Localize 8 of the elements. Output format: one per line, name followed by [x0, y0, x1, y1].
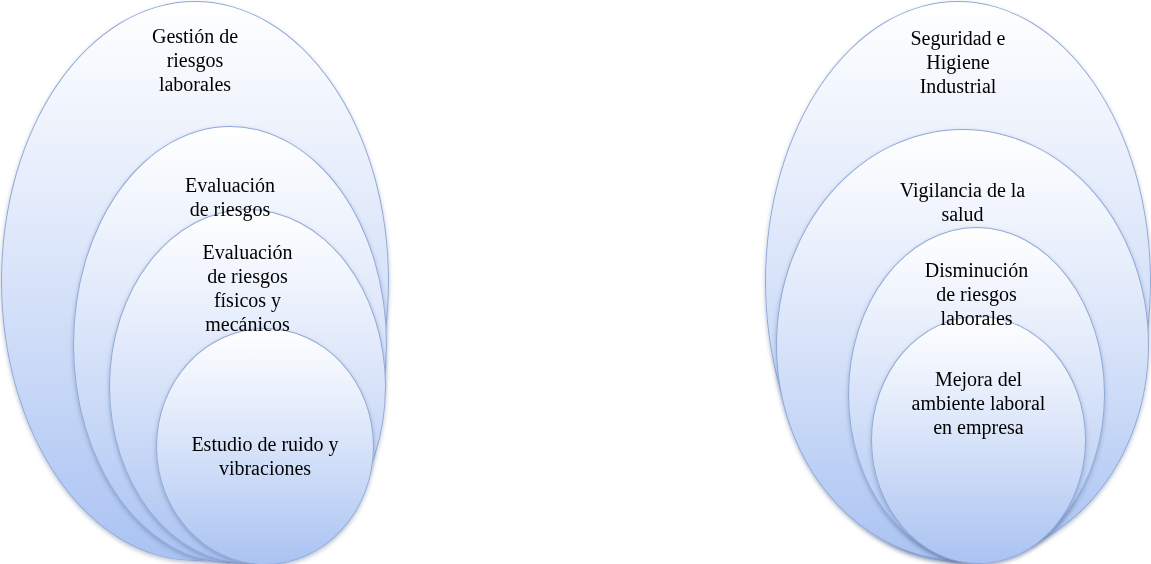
node-label: Vigilancia de la salud — [898, 178, 1027, 226]
node-label: Mejora del ambiente laboral en empresa — [910, 367, 1047, 439]
node-label: Gestión de riesgos laborales — [150, 24, 240, 96]
node-label: Seguridad e Higiene Industrial — [909, 26, 1007, 98]
node-label: Disminución de riesgos laborales — [923, 258, 1030, 330]
node-label: Evaluación de riesgos — [184, 173, 276, 221]
node-label: Evaluación de riesgos físicos y mecánicos — [201, 240, 294, 336]
node-label: Estudio de ruido y vibraciones — [190, 432, 340, 480]
